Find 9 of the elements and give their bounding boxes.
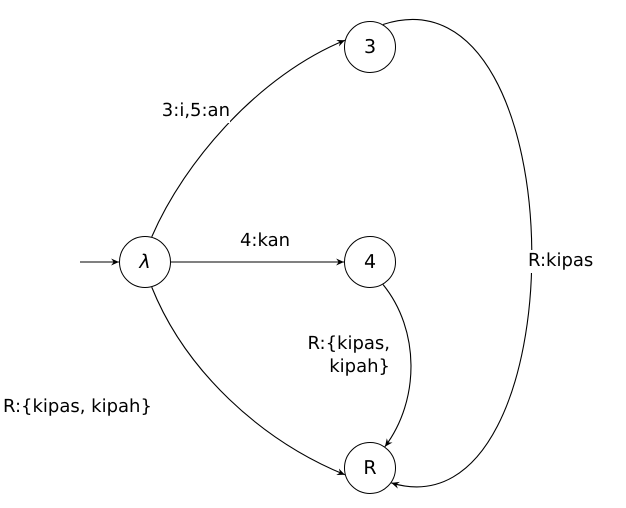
transition-arrow bbox=[80, 258, 119, 266]
transition-arrow bbox=[382, 284, 412, 447]
transition-arrow bbox=[151, 40, 346, 238]
state-circle: 4 bbox=[344, 236, 396, 288]
transition-arrow bbox=[171, 258, 344, 266]
state-circle: R bbox=[344, 442, 396, 494]
transition-arrow bbox=[151, 286, 346, 476]
state-circle: 3 bbox=[344, 21, 396, 73]
state-circle: λ bbox=[119, 236, 171, 288]
